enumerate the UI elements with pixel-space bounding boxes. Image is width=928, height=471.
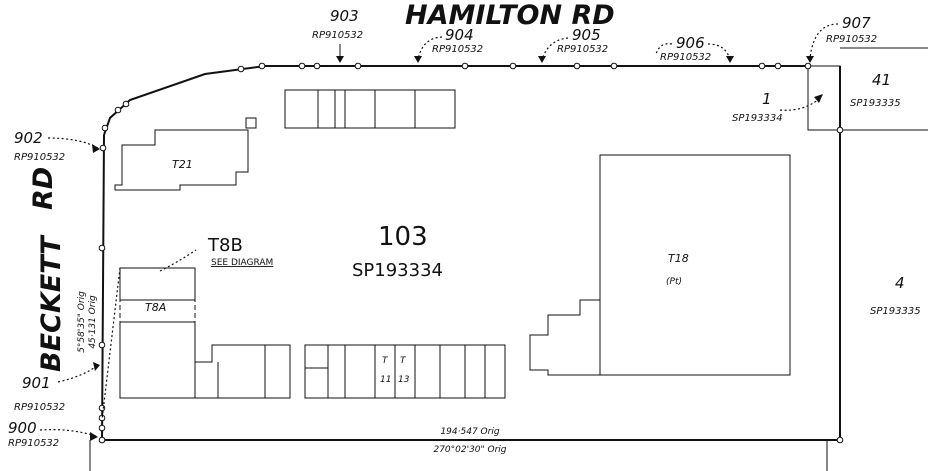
building-strip-north xyxy=(284,89,456,129)
lot-1-label: 1 SP193334 xyxy=(732,90,823,124)
south-bearing: 270°02'30" Orig xyxy=(433,445,506,455)
lot-103-plan: SP193334 xyxy=(352,260,443,281)
svg-text:RP910532: RP910532 xyxy=(312,30,363,41)
lot-41-boundary xyxy=(840,47,928,131)
small-shed xyxy=(245,117,257,129)
svg-text:SP193335: SP193335 xyxy=(870,306,921,317)
svg-text:RP910532: RP910532 xyxy=(826,34,877,45)
survey-marks xyxy=(98,62,844,444)
svg-text:902: 902 xyxy=(14,129,43,147)
lot-41-label: 41 SP193335 xyxy=(850,71,901,109)
svg-text:901: 901 xyxy=(22,374,51,392)
building-t8a-label: T8A xyxy=(145,301,166,314)
building-t11-label-a: T xyxy=(382,356,389,366)
building-t21: T21 xyxy=(114,129,249,191)
south-distance: 194·547 Orig xyxy=(440,427,499,437)
building-t18-note: (Pt) xyxy=(666,277,682,287)
building-t13-label-b: 13 xyxy=(398,375,410,385)
beckett-road-label-main: BECKETT xyxy=(36,234,67,372)
building-t13-label-a: T xyxy=(400,356,407,366)
building-t21-label: T21 xyxy=(172,158,193,171)
building-t8b-label: T8B xyxy=(207,235,243,256)
svg-text:RP910532: RP910532 xyxy=(660,52,711,63)
building-t8a: T8A xyxy=(119,267,196,399)
svg-text:RP910532: RP910532 xyxy=(8,438,59,449)
svg-text:907: 907 xyxy=(842,14,871,32)
svg-text:RP910532: RP910532 xyxy=(14,152,65,163)
svg-text:SP193335: SP193335 xyxy=(850,98,901,109)
west-bearing: 5°58'35" Orig xyxy=(77,291,87,353)
south-adjoining-boundary xyxy=(89,440,828,471)
building-t18: T18 (Pt) xyxy=(529,154,791,376)
lot-904-label: 904 RP910532 xyxy=(414,26,483,63)
west-offset-line xyxy=(101,267,121,421)
lot-903-label: 903 RP910532 xyxy=(312,7,363,63)
svg-text:SP193334: SP193334 xyxy=(732,113,783,124)
lot-906-label: 906 RP910532 xyxy=(655,34,734,63)
svg-text:906: 906 xyxy=(676,34,705,52)
svg-text:RP910532: RP910532 xyxy=(432,44,483,55)
building-t18-label: T18 xyxy=(668,252,689,265)
beckett-road-label-top: RD xyxy=(28,167,59,210)
lot-4-label: 4 SP193335 xyxy=(870,274,921,317)
building-t11-label-b: 11 xyxy=(380,375,391,385)
lot-103-number: 103 xyxy=(378,222,428,252)
svg-text:RP910532: RP910532 xyxy=(557,44,608,55)
lot-901-label: 901 RP910532 xyxy=(14,362,100,413)
svg-text:RP910532: RP910532 xyxy=(14,402,65,413)
building-row-south-west xyxy=(194,344,291,399)
lot-905-label: 905 RP910532 xyxy=(538,26,608,63)
building-row-south-centre: T 11 T 13 xyxy=(304,344,506,399)
hamilton-road-label: HAMILTON RD xyxy=(405,0,615,31)
svg-text:4: 4 xyxy=(895,274,905,292)
lot-902-label: 902 RP910532 xyxy=(14,129,100,163)
lot-1-boundary xyxy=(807,65,841,131)
svg-text:41: 41 xyxy=(872,71,891,89)
svg-text:905: 905 xyxy=(572,26,601,44)
svg-text:900: 900 xyxy=(8,419,37,437)
svg-text:904: 904 xyxy=(445,26,474,44)
svg-text:903: 903 xyxy=(330,7,359,25)
svg-text:1: 1 xyxy=(762,90,772,108)
t8b-see-diagram: SEE DIAGRAM xyxy=(211,258,273,268)
west-distance: 45·131 Orig xyxy=(88,295,98,349)
lot-900-label: 900 RP910532 xyxy=(8,419,98,449)
lot-907-label: 907 RP910532 xyxy=(806,14,877,63)
